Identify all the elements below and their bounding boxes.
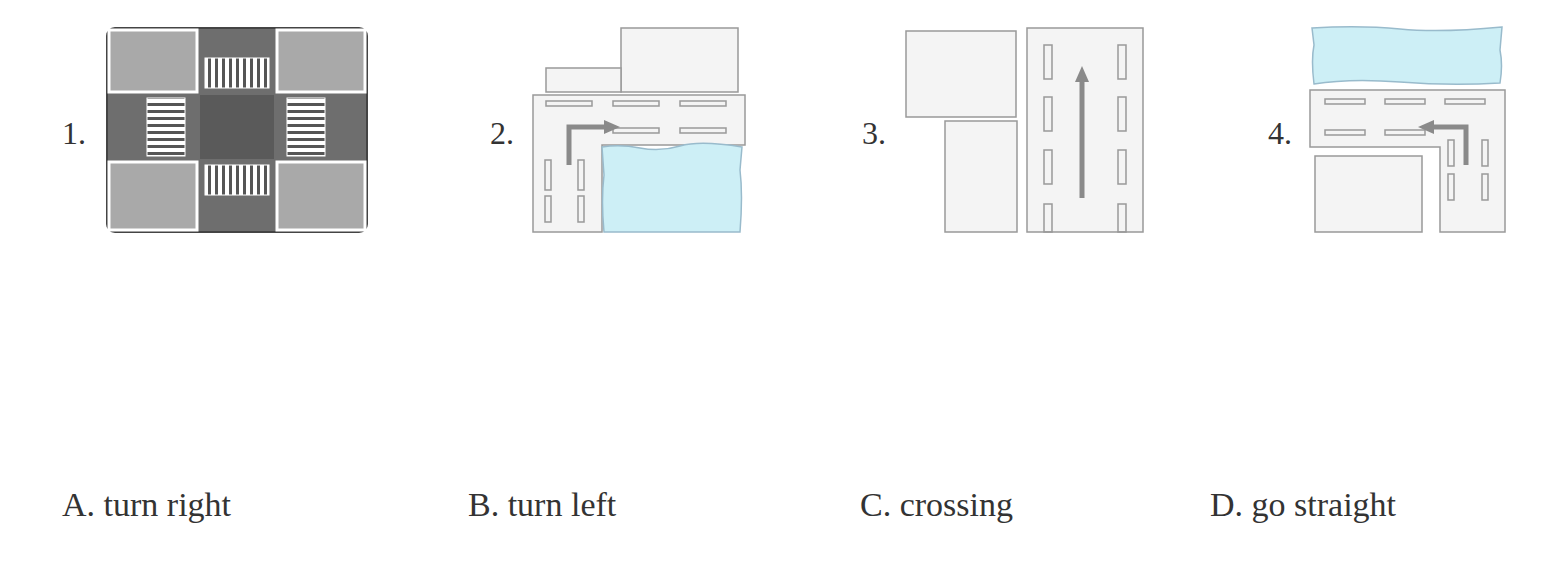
callout-number: 2.: [490, 115, 514, 152]
go-straight-picture: [906, 28, 1143, 232]
option-text: A. turn right: [62, 486, 231, 524]
callout-number: 4.: [1268, 115, 1292, 152]
turn-right-picture: [533, 28, 745, 232]
option-text: B. turn left: [468, 486, 616, 524]
callout-number: 1.: [62, 115, 86, 152]
option-text: C. crossing: [860, 486, 1013, 524]
option-text: D. go straight: [1210, 486, 1396, 524]
crossroads-picture: [107, 28, 367, 232]
callout-number: 3.: [862, 115, 886, 152]
turn-left-picture: [1310, 27, 1505, 232]
